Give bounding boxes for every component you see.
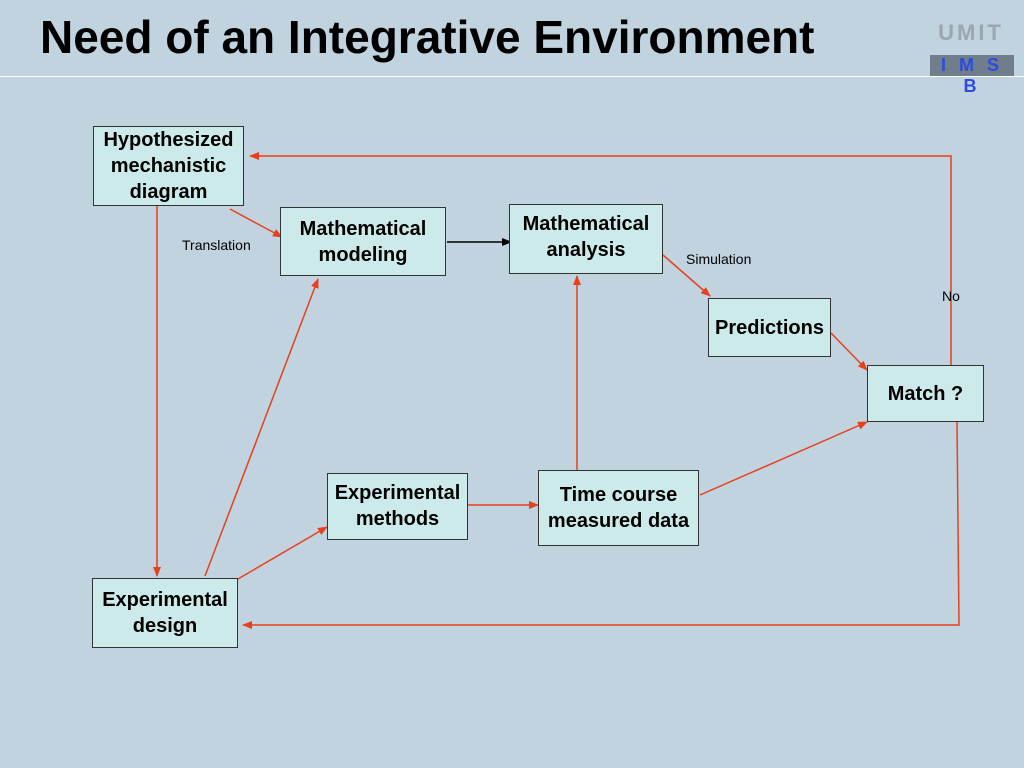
arrow-match-to-design-loop [242,421,960,629]
node-match: Match ? [867,365,984,422]
arrow-timecourse-to-match [699,421,868,496]
node-hypothesized-diagram: Hypothesized mechanistic diagram [93,126,244,206]
node-predictions: Predictions [708,298,831,357]
label-simulation: Simulation [686,251,752,267]
logo-imsb: I M S B [930,55,1014,96]
node-experimental-design: Experimental design [92,578,238,648]
arrow-match-no-loop [249,152,952,365]
node-time-course-data: Time course measured data [538,470,699,546]
label-no: No [942,288,960,304]
arrow-design-to-methods [237,526,328,580]
arrow-analysis-to-predictions [662,254,711,297]
node-mathematical-analysis: Mathematical analysis [509,204,663,274]
node-experimental-methods: Experimental methods [327,473,468,540]
slide-title: Need of an Integrative Environment [40,11,815,63]
node-mathematical-modeling: Mathematical modeling [280,207,446,276]
arrow-hypothesized-to-modeling [229,208,283,238]
logo-umit: UMIT [938,20,1004,45]
arrow-predictions-to-match [830,332,868,371]
label-translation: Translation [182,237,251,253]
title-divider [0,76,1024,77]
arrow-design-to-modeling [204,278,319,577]
